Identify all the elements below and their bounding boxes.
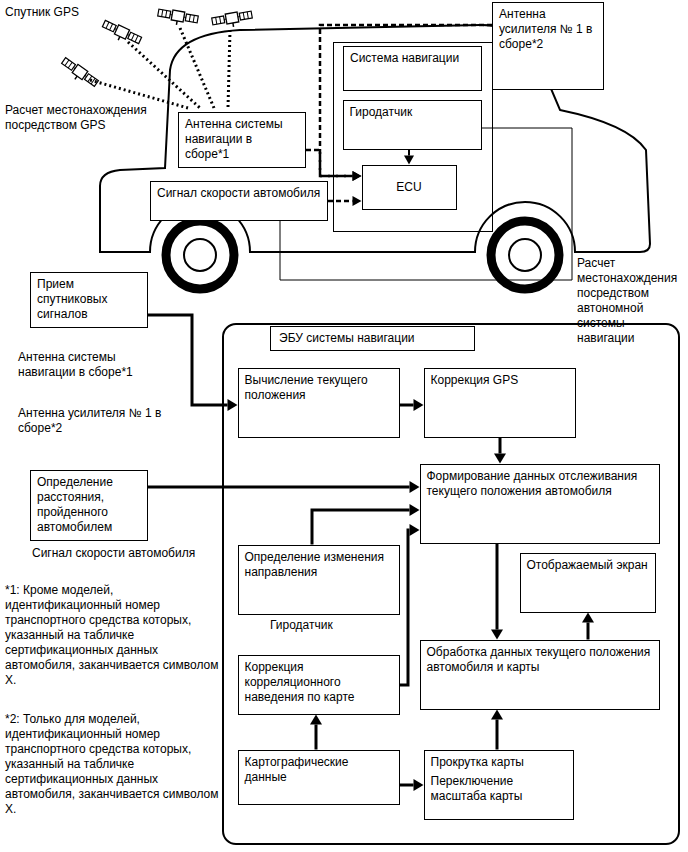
connector-line xyxy=(499,438,502,454)
arrowhead xyxy=(353,196,362,206)
connector-line xyxy=(148,486,410,489)
box-text: Сигнал скорости автомобиля xyxy=(157,186,321,201)
connector-line xyxy=(148,315,228,405)
navigation-ecu-frame: ЭБУ системы навигацииВычисление текущего… xyxy=(222,323,680,845)
satellite-label: Спутник GPS xyxy=(5,5,95,20)
connector-line xyxy=(320,25,492,176)
process-box: Коррекция GPS xyxy=(424,368,576,438)
navigation-system-unit: Система навигацииГиродатчикECU xyxy=(333,42,493,232)
process-box: Определение расстояния, пройденного авто… xyxy=(30,470,148,541)
gps-calc-label: Расчет местонахождения посредством GPS xyxy=(5,103,155,133)
process-box: Вычисление текущего положения xyxy=(238,368,400,438)
arrowhead xyxy=(353,171,362,181)
connector-line xyxy=(400,404,414,407)
box-text: Вычисление текущего положения xyxy=(245,373,393,403)
arrowhead xyxy=(410,481,420,493)
box-text: Переключение масштаба карты xyxy=(431,774,567,804)
flow-arrow xyxy=(400,399,424,411)
flow-arrow xyxy=(491,544,503,640)
satellite-reception-box: Прием спутниковых сигналов xyxy=(30,272,148,328)
gps-signal-waves xyxy=(90,28,230,108)
box-text: ECU xyxy=(396,180,421,195)
flow-arrow xyxy=(148,481,420,493)
arrowhead xyxy=(494,454,506,464)
satellites xyxy=(58,8,253,91)
gyro-sensor-box: Гиродатчик xyxy=(343,100,482,150)
connector-line xyxy=(587,623,590,640)
arrowhead xyxy=(491,630,503,640)
box-text: Отображаемый экран xyxy=(527,558,649,573)
sensor-label: Гиродатчик xyxy=(270,618,390,633)
connector-line xyxy=(400,784,414,787)
arrowhead xyxy=(582,613,594,623)
connector-line xyxy=(328,200,353,203)
footnote: *2: Только для моделей, идентификационны… xyxy=(5,712,220,817)
arrowhead xyxy=(404,156,414,165)
process-box: Формирование данных отслеживания текущег… xyxy=(420,464,660,544)
ecu-box: ECU xyxy=(362,165,457,210)
navigation-antenna-box: Антенна системы навигации в сборе*1 xyxy=(178,112,306,168)
connector-line xyxy=(408,150,410,156)
flow-arrow xyxy=(148,315,238,411)
process-box: Определение изменения направления xyxy=(238,545,400,615)
arrowhead xyxy=(353,171,362,181)
antenna-label: Антенна усилителя № 1 в сборе*2 xyxy=(18,406,168,436)
connector-line xyxy=(315,725,318,750)
flow-arrow xyxy=(400,779,424,791)
connector-line xyxy=(312,510,410,545)
connector-line xyxy=(496,544,499,630)
signal-label: Сигнал скорости автомобиля xyxy=(32,546,212,561)
connector-line xyxy=(400,530,410,685)
box-text: Коррекция GPS xyxy=(431,373,569,388)
process-box: Обработка данных текущего положения авто… xyxy=(420,640,660,710)
process-box: Прокрутка картыПереключение масштаба кар… xyxy=(424,750,574,820)
box-text: Коррекция корреляционного наведения по к… xyxy=(245,660,393,705)
box-text: Система навигации xyxy=(343,46,482,91)
footnote: *1: Кроме моделей, идентификационный ном… xyxy=(5,583,220,688)
connector-line xyxy=(306,150,353,176)
map-data-box: Картографические данные xyxy=(238,750,400,805)
box-text: Определение расстояния, пройденного авто… xyxy=(37,475,141,535)
flow-arrow xyxy=(310,715,322,750)
arrowhead xyxy=(410,504,420,516)
arrowhead xyxy=(310,715,322,725)
flow-arrow xyxy=(320,25,492,181)
box-text: Картографические данные xyxy=(245,755,393,785)
box-text: Антенна системы навигации в сборе*1 xyxy=(185,117,299,162)
box-text: Обработка данных текущего положения авто… xyxy=(427,645,653,675)
flow-arrow xyxy=(491,710,503,750)
flow-arrow xyxy=(404,150,414,165)
display-box: Отображаемый экран xyxy=(520,553,656,613)
box-text: Определение изменения направления xyxy=(245,550,393,580)
flow-arrow xyxy=(494,438,506,464)
arrowhead xyxy=(491,710,503,720)
box-text: Гиродатчик xyxy=(350,105,475,120)
flow-arrow xyxy=(312,504,420,545)
amplifier-antenna-box: Антенна усилителя № 1 в сборе*2 xyxy=(492,2,604,90)
autonomous-calc-label: Расчет местонахождения посредством автон… xyxy=(577,256,685,346)
box-text: Формирование данных отслеживания текущег… xyxy=(427,469,653,499)
box-text: Прокрутка карты xyxy=(431,755,567,770)
flow-arrow xyxy=(582,613,594,640)
box-text: ЭБУ системы навигации xyxy=(270,326,475,351)
speed-signal-box: Сигнал скорости автомобиля xyxy=(150,181,328,221)
box-text: Антенна усилителя № 1 в сборе*2 xyxy=(499,7,597,52)
box-text: Прием спутниковых сигналов xyxy=(37,277,141,322)
arrowhead xyxy=(414,779,424,791)
flow-arrow xyxy=(400,524,420,685)
arrowhead xyxy=(410,524,420,536)
process-box: Коррекция корреляционного наведения по к… xyxy=(238,655,400,715)
arrowhead xyxy=(228,399,238,411)
antenna-label: Антенна системы навигации в сборе*1 xyxy=(18,350,168,380)
connector-line xyxy=(496,720,499,750)
arrowhead xyxy=(414,399,424,411)
